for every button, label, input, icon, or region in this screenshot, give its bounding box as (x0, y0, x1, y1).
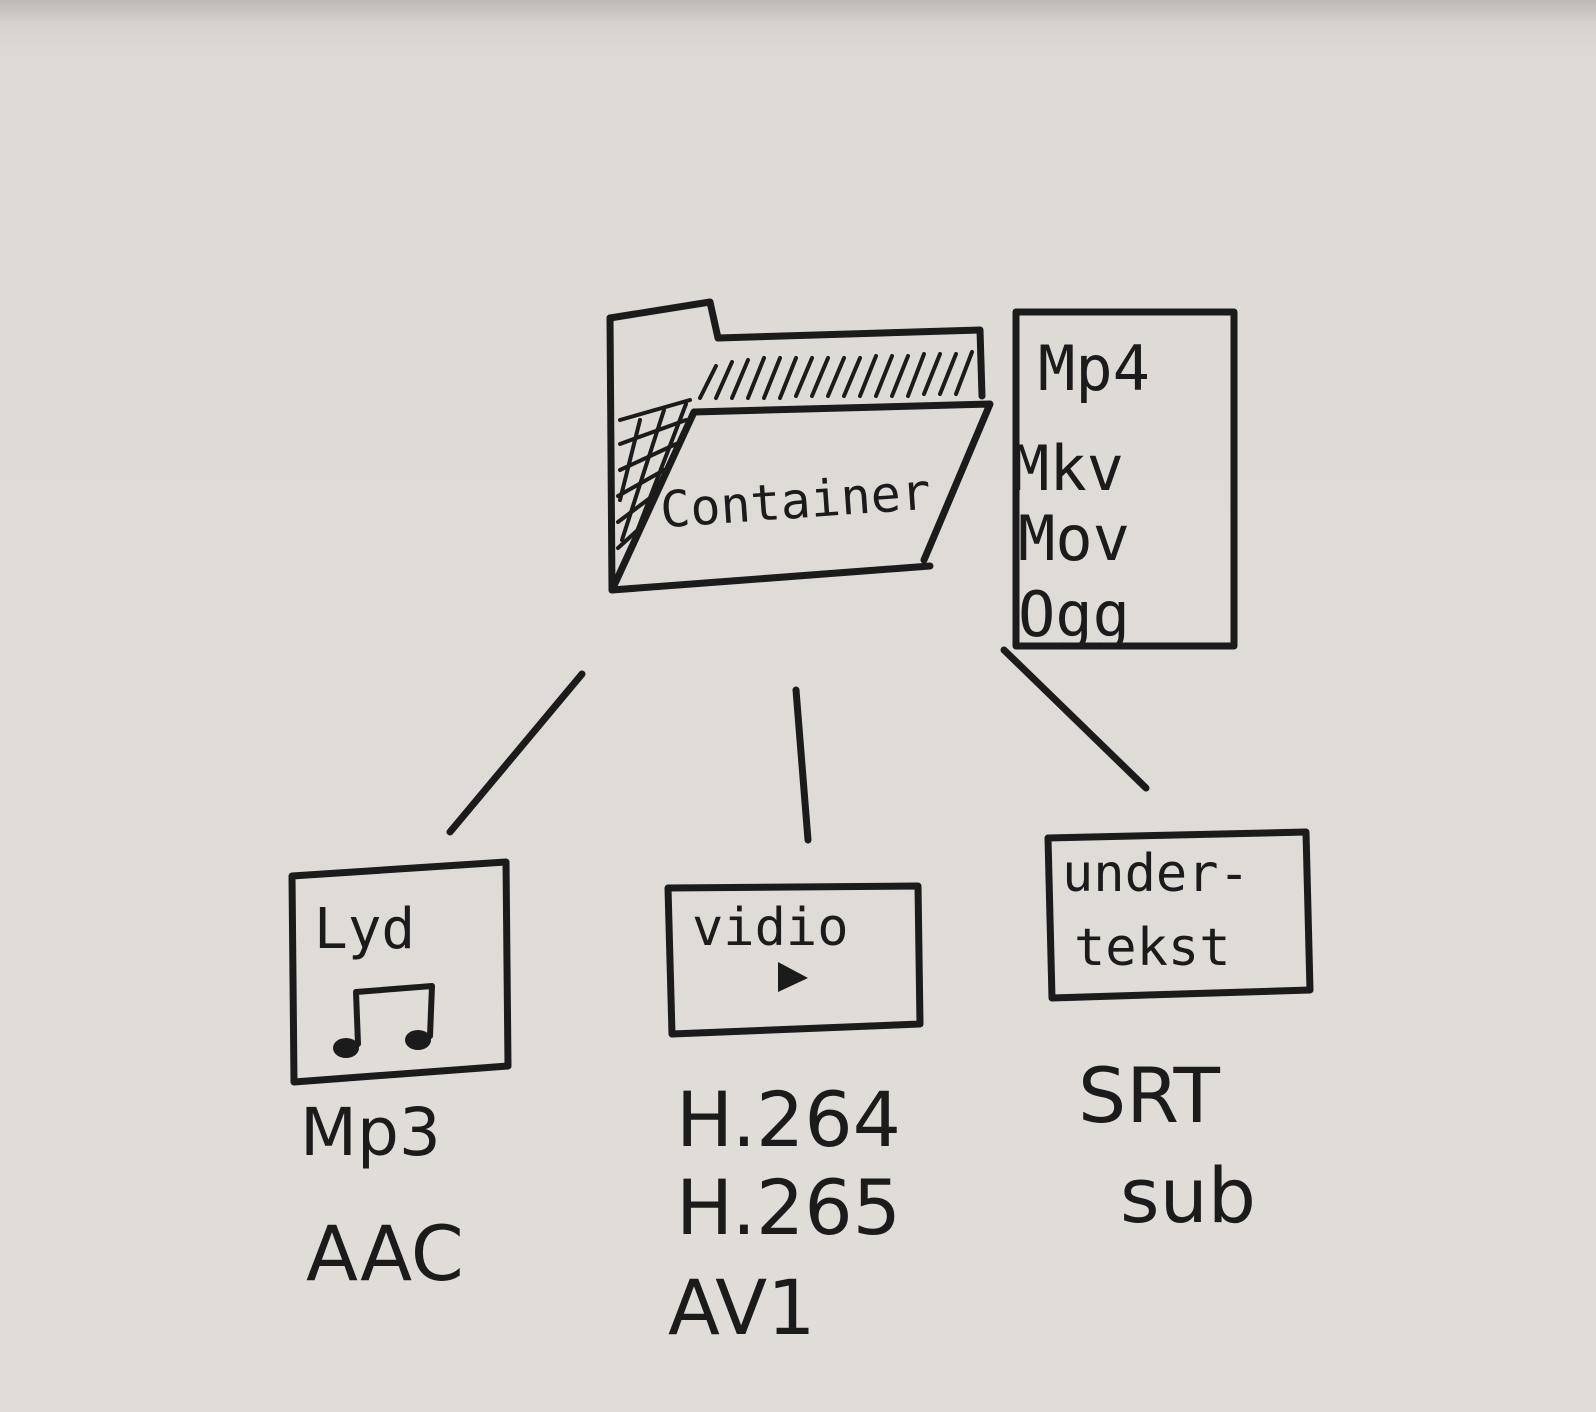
subtitle-label-line: tekst (1074, 918, 1231, 978)
format-item: Mp4 (1038, 332, 1150, 405)
music-note-icon (333, 983, 435, 1058)
formats-box (1012, 308, 1238, 650)
video-codec: H.264 (676, 1075, 902, 1164)
audio-codec: Mp3 (300, 1094, 441, 1171)
audio-box (288, 858, 512, 1086)
format-item: Ogg (1018, 578, 1130, 651)
subtitle-label-line: under- (1062, 844, 1250, 904)
folder-icon (606, 298, 994, 594)
audio-codec: AAC (306, 1209, 464, 1298)
video-box (664, 882, 924, 1038)
connector-video (792, 686, 812, 844)
video-codec: H.265 (676, 1163, 902, 1252)
play-icon (778, 962, 808, 992)
audio-label: Lyd (314, 897, 416, 962)
subtitle-codec: SRT (1078, 1051, 1220, 1140)
subtitle-codec: sub (1120, 1151, 1257, 1240)
subtitle-box (1044, 828, 1314, 1002)
video-label: vidio (692, 898, 849, 958)
video-codec: AV1 (668, 1263, 816, 1352)
connector-subtitle (1000, 646, 1150, 792)
connector-audio (446, 670, 586, 836)
format-item: Mov (1018, 502, 1130, 575)
format-item: Mkv (1012, 432, 1124, 505)
